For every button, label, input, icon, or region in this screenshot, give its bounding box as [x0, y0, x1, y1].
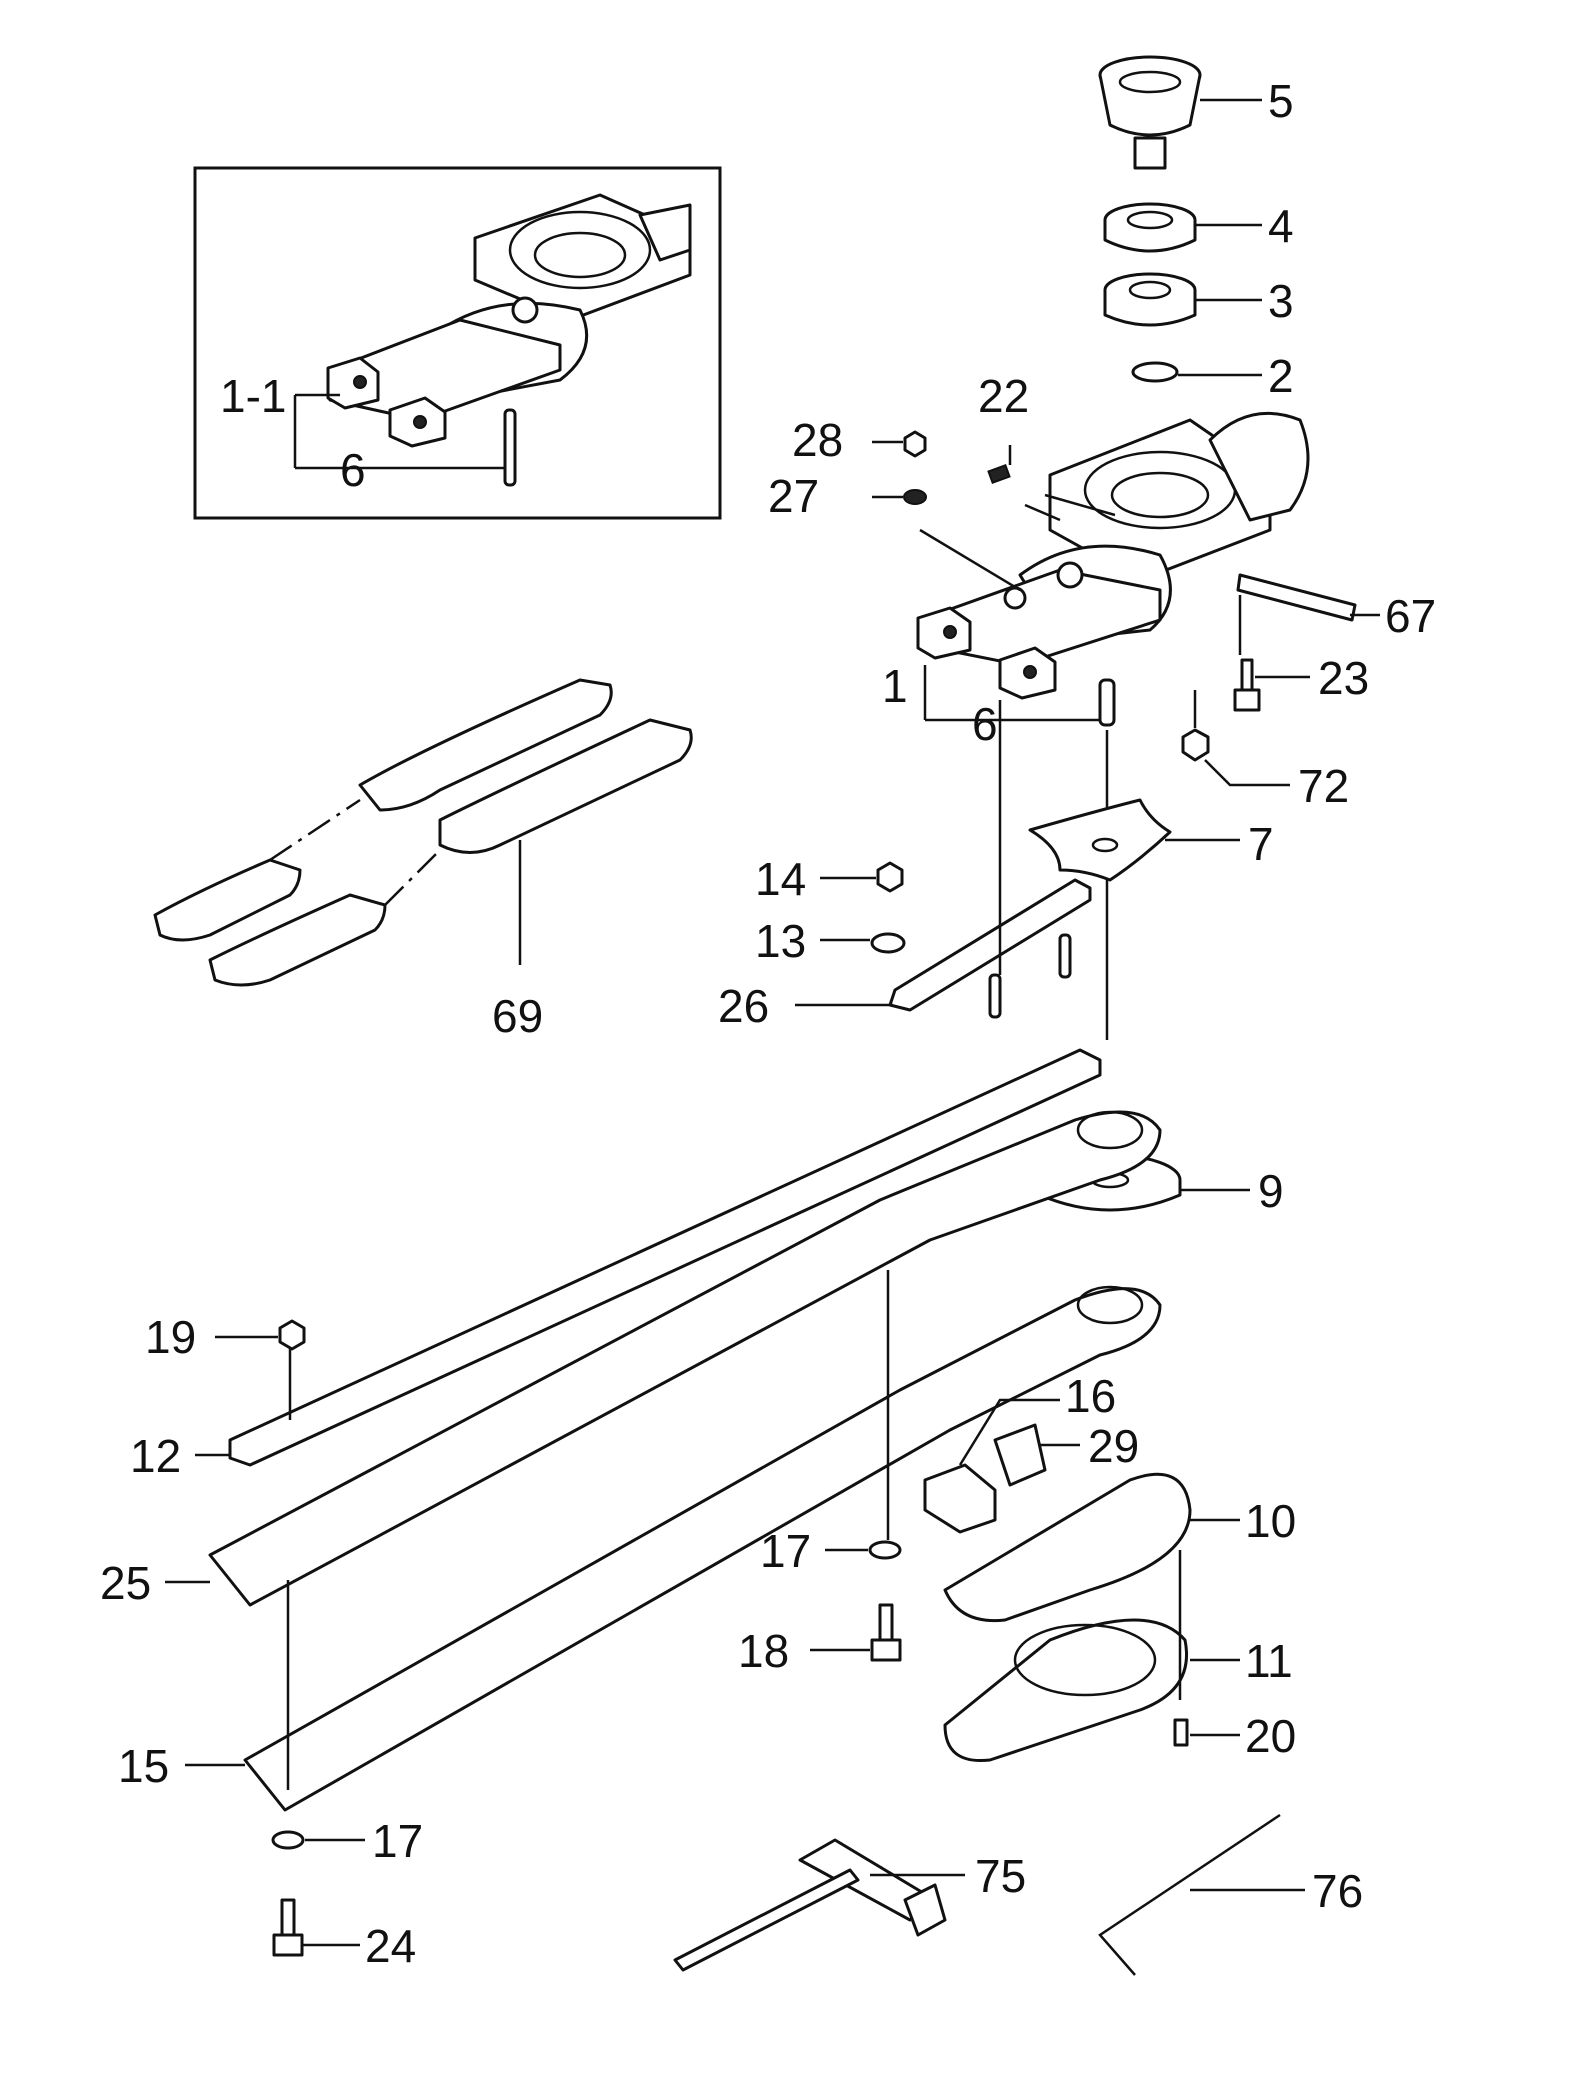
- label-6-inset: 6: [340, 444, 366, 496]
- label-13: 13: [755, 915, 806, 967]
- label-5: 5: [1268, 75, 1294, 127]
- label-76: 76: [1312, 1865, 1363, 1917]
- part-24-bolt: [272, 1898, 304, 1957]
- label-20: 20: [1245, 1710, 1296, 1762]
- label-15: 15: [118, 1740, 169, 1792]
- part-14-nut: [876, 861, 904, 893]
- label-7: 7: [1248, 818, 1274, 870]
- inset-leader-1-1: [293, 393, 505, 470]
- label-26: 26: [718, 980, 769, 1032]
- part-17-washer-lower: [271, 1830, 305, 1850]
- part-15-lower-blade: [243, 1285, 1162, 1812]
- part-13-washer: [870, 932, 906, 954]
- label-67: 67: [1385, 590, 1436, 642]
- part-1-gear-case: [916, 411, 1310, 700]
- label-29: 29: [1088, 1420, 1139, 1472]
- part-19-nut: [278, 1319, 306, 1351]
- label-11: 11: [1245, 1635, 1293, 1687]
- label-3: 3: [1268, 275, 1294, 327]
- label-14: 14: [755, 853, 806, 905]
- label-9: 9: [1258, 1165, 1284, 1217]
- part-3-bearing: [1103, 272, 1197, 327]
- part-75-wrench: [673, 1838, 947, 1972]
- label-17-upper: 17: [760, 1525, 811, 1577]
- part-72-nut: [1181, 728, 1210, 762]
- part-23-bolt: [1233, 658, 1261, 712]
- part-27-washer: [903, 489, 927, 505]
- label-19: 19: [145, 1311, 196, 1363]
- label-18: 18: [738, 1625, 789, 1677]
- part-17-washer-upper: [868, 1540, 902, 1560]
- inset-gear-case: [326, 193, 692, 487]
- part-26-plate: [888, 878, 1092, 1019]
- label-22: 22: [978, 370, 1029, 422]
- part-69-blade-cover: [153, 678, 693, 987]
- label-25: 25: [100, 1557, 151, 1609]
- part-22-screw: [987, 464, 1011, 484]
- part-4-bearing: [1103, 202, 1197, 253]
- label-2: 2: [1268, 350, 1294, 402]
- label-17-lower: 17: [372, 1815, 423, 1867]
- label-10: 10: [1245, 1495, 1296, 1547]
- label-75: 75: [975, 1850, 1026, 1902]
- label-1: 1: [882, 660, 908, 712]
- label-6: 6: [972, 698, 998, 750]
- label-28: 28: [792, 414, 843, 466]
- label-23: 23: [1318, 652, 1369, 704]
- label-69: 69: [492, 990, 543, 1042]
- label-24: 24: [365, 1920, 416, 1972]
- part-5-cup: [1098, 55, 1202, 170]
- label-16: 16: [1065, 1370, 1116, 1422]
- label-27: 27: [768, 470, 819, 522]
- part-67-shaft: [1236, 573, 1357, 622]
- part-25-upper-blade: [208, 1110, 1162, 1607]
- label-12: 12: [130, 1430, 181, 1482]
- part-16-block: [923, 1463, 997, 1534]
- part-29-clip: [993, 1423, 1047, 1487]
- inset-box: [193, 166, 722, 520]
- part-28-nut: [903, 430, 927, 458]
- part-20-screw: [1173, 1718, 1189, 1747]
- label-72: 72: [1298, 760, 1349, 812]
- part-76-hex-key: [1098, 1813, 1281, 1976]
- part-6-pin: [1098, 678, 1116, 727]
- part-11-cover: [943, 1618, 1188, 1763]
- part-2-ring: [1131, 361, 1179, 383]
- label-1-1: 1-1: [220, 370, 286, 422]
- label-4: 4: [1268, 200, 1294, 252]
- part-10-gasket: [943, 1472, 1192, 1623]
- part-18-bolt: [870, 1603, 902, 1662]
- part-12-bar: [228, 1048, 1102, 1467]
